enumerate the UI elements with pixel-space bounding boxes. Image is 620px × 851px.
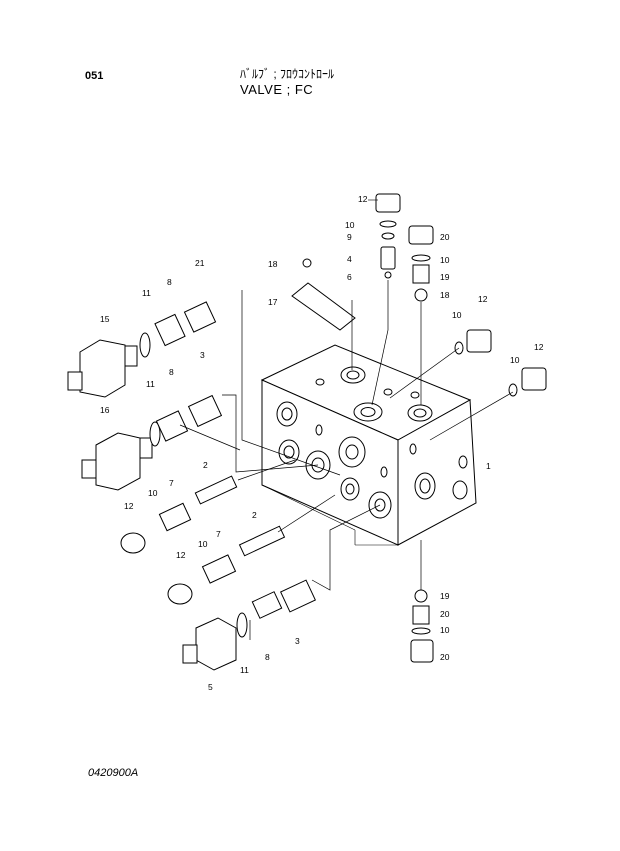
- callout-label: 1: [486, 461, 491, 471]
- callout-label: 7: [169, 478, 174, 488]
- spool-assembly-upper: [120, 475, 238, 554]
- callout-label: 2: [203, 460, 208, 470]
- callout-label: 12: [176, 550, 186, 560]
- callout-label: 16: [100, 405, 110, 415]
- callout-label: 20: [440, 609, 450, 619]
- callout-label: 11: [240, 665, 249, 675]
- plug-15-upper: [67, 332, 151, 398]
- callout-label: 19: [440, 272, 450, 282]
- callout-label: 4: [347, 254, 352, 264]
- callout-label: 18: [268, 259, 278, 269]
- page-number: 051: [85, 70, 104, 82]
- callout-label: 20: [440, 652, 450, 662]
- callout-label: 11: [146, 379, 155, 389]
- callout-label: 19: [440, 591, 450, 601]
- callout-label: 10: [148, 488, 158, 498]
- spool-assembly-lower: [167, 525, 286, 605]
- spring-piston-upper: [154, 301, 217, 347]
- bottom-components: [410, 589, 434, 663]
- callout-label: 21: [195, 258, 205, 268]
- callout-label: 15: [100, 314, 110, 324]
- callout-label: 3: [295, 636, 300, 646]
- callout-label: 3: [200, 350, 205, 360]
- callout-label: 12: [534, 342, 544, 352]
- callout-label: 10: [510, 355, 520, 365]
- callout-label: 20: [440, 232, 450, 242]
- callout-label: 10: [452, 310, 462, 320]
- callout-label: 17: [268, 297, 278, 307]
- callout-label: 5: [208, 682, 213, 692]
- callout-label: 7: [216, 529, 221, 539]
- callout-label: 6: [347, 272, 352, 282]
- callout-label: 8: [265, 652, 270, 662]
- top-components: [291, 193, 434, 331]
- drawing-id: 0420900A: [88, 767, 139, 779]
- right-plugs: [454, 329, 547, 397]
- callout: 12: [358, 194, 368, 204]
- callout-label: 8: [169, 367, 174, 377]
- callout-labels: 12 10 9 4 6 20 10 19 18 18 17 12 10 12 1…: [100, 194, 544, 692]
- title-japanese: ﾊﾞﾙﾌﾞ ; ﾌﾛｳｺﾝﾄﾛｰﾙ: [240, 67, 335, 81]
- valve-block: [260, 344, 477, 546]
- callout-label: 18: [440, 290, 450, 300]
- callout-label: 2: [252, 510, 257, 520]
- callout-label: 9: [347, 232, 352, 242]
- plug-15-lower: [81, 421, 161, 491]
- title-english: VALVE ; FC: [240, 82, 314, 97]
- callout-label: 12: [124, 501, 134, 511]
- plug-5-assembly: [182, 579, 317, 671]
- callout-label: 8: [167, 277, 172, 287]
- callout-label: 12: [478, 294, 488, 304]
- callout-label: 10: [440, 255, 450, 265]
- callout-label: 11: [142, 288, 151, 298]
- callout-label: 10: [345, 220, 355, 230]
- callout-label: 10: [198, 539, 208, 549]
- callout-label: 10: [440, 625, 450, 635]
- leader-lines: [179, 280, 514, 640]
- spring-piston-middle: [155, 394, 223, 442]
